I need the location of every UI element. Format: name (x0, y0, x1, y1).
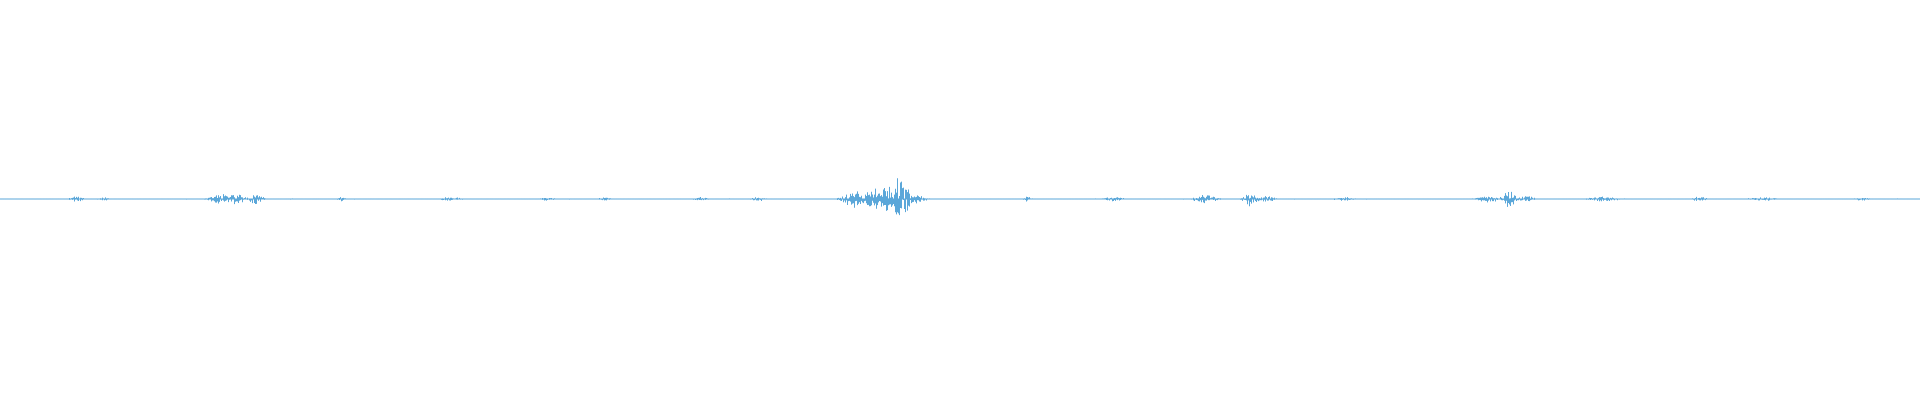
waveform-signal (0, 178, 1920, 216)
